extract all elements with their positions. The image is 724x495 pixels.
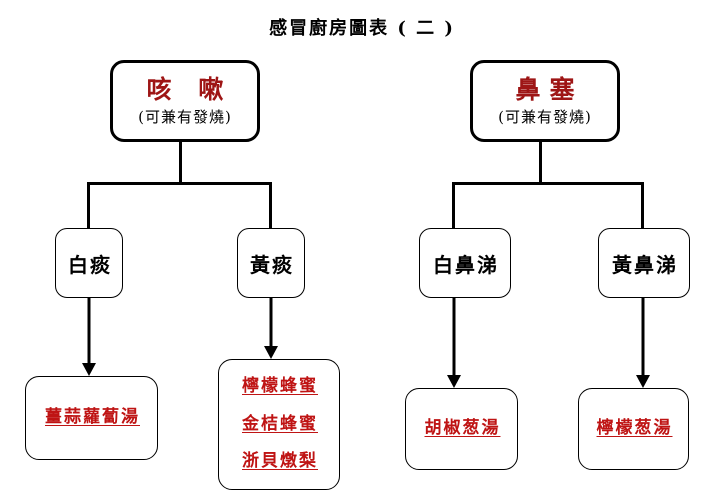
remedy-item: 薑蒜蘿蔔湯 (45, 407, 140, 428)
remedy-box-white-phlegm[interactable]: 薑蒜蘿蔔湯 (25, 376, 158, 460)
arrow-yellow-mucus (636, 298, 650, 388)
remedy-item: 金桔蜂蜜 (242, 413, 318, 434)
connector-cough-to-yellow (269, 182, 272, 230)
remedy-item: 胡椒葱湯 (424, 418, 501, 439)
connector-cough-split (87, 182, 272, 185)
symptom-box-cough[interactable]: 咳 嗽 (可兼有發燒) (110, 60, 260, 142)
sub-label-white-mucus: 白鼻涕 (433, 252, 499, 277)
symptom-title-cough: 咳 嗽 (146, 75, 233, 105)
remedy-item: 浙貝燉梨 (242, 451, 318, 472)
connector-nose-to-white (452, 182, 455, 230)
symptom-note-cough: (可兼有發燒) (138, 107, 232, 126)
sub-label-yellow-mucus: 黃鼻涕 (612, 252, 678, 277)
sub-label-yellow-phlegm: 黃痰 (250, 252, 294, 277)
sub-box-yellow-phlegm[interactable]: 黃痰 (237, 228, 305, 298)
remedy-box-yellow-phlegm[interactable]: 檸檬蜂蜜 金桔蜂蜜 浙貝燉梨 (218, 359, 340, 490)
remedy-item: 檸檬蜂蜜 (242, 376, 318, 397)
arrow-yellow-phlegm (264, 298, 278, 359)
sub-box-white-phlegm[interactable]: 白痰 (55, 228, 123, 298)
remedy-box-white-mucus[interactable]: 胡椒葱湯 (405, 388, 518, 470)
remedy-item: 檸檬葱湯 (596, 418, 673, 439)
connector-nose-to-yellow (641, 182, 644, 230)
arrow-white-mucus (447, 298, 461, 388)
sub-box-white-mucus[interactable]: 白鼻涕 (419, 228, 511, 298)
page-title: 感冒廚房圖表 ( 二 ) (269, 18, 455, 39)
symptom-note-stuffy-nose: (可兼有發燒) (498, 107, 592, 126)
sub-label-white-phlegm: 白痰 (68, 252, 112, 277)
connector-cough-trunk (179, 142, 182, 185)
connector-cough-to-white (87, 182, 90, 230)
remedy-box-yellow-mucus[interactable]: 檸檬葱湯 (578, 388, 689, 470)
sub-box-yellow-mucus[interactable]: 黃鼻涕 (598, 228, 690, 298)
connector-nose-split (452, 182, 644, 185)
connector-nose-trunk (539, 142, 542, 185)
arrow-white-phlegm (82, 298, 96, 376)
symptom-title-stuffy-nose: 鼻塞 (515, 75, 584, 105)
symptom-box-stuffy-nose[interactable]: 鼻塞 (可兼有發燒) (470, 60, 620, 142)
